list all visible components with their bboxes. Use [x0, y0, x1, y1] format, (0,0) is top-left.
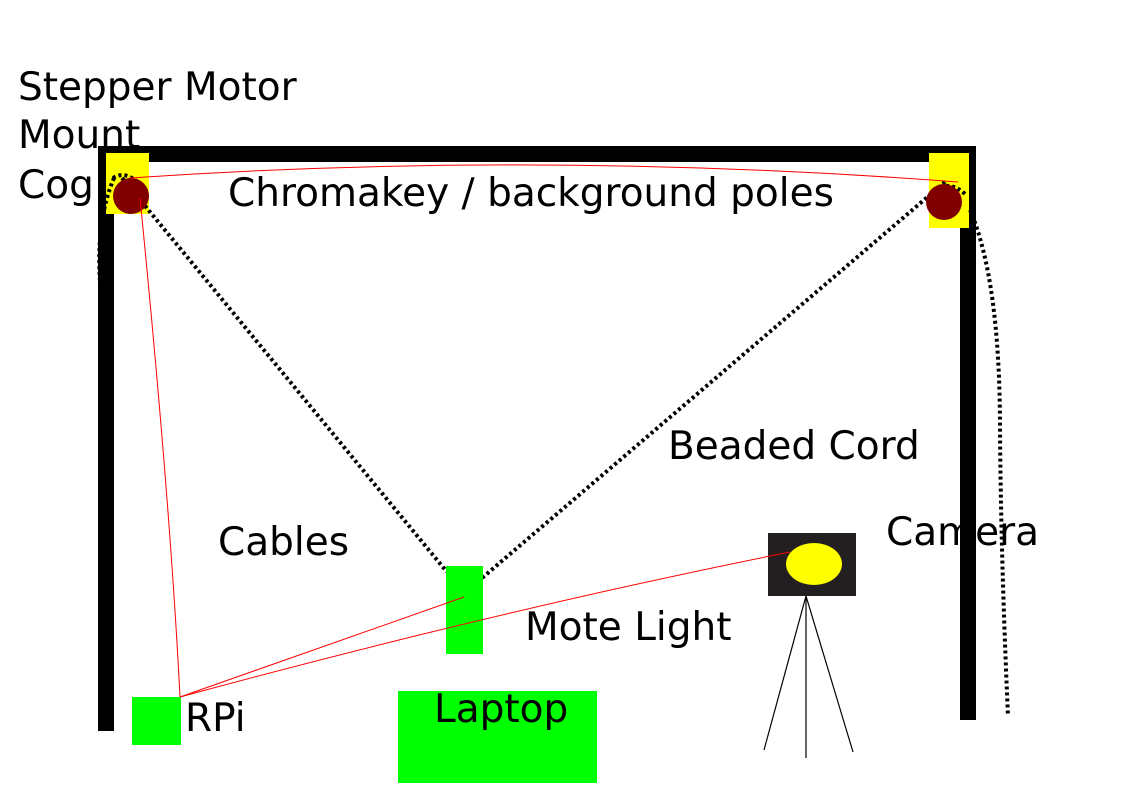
- label-mount: Mount: [18, 113, 140, 158]
- label-cog: Cog: [18, 163, 94, 208]
- beaded-cord-right-hanging: [968, 209, 1010, 717]
- label-stepper-motor: Stepper Motor: [18, 65, 298, 110]
- right-cog: [926, 184, 962, 220]
- tripod-leg-right: [805, 595, 854, 753]
- tripod: [763, 595, 854, 758]
- label-mote-light: Mote Light: [525, 605, 732, 650]
- cables: [129, 164, 959, 698]
- cable-rpi-to-camera: [179, 551, 791, 698]
- mote-light: [446, 566, 483, 654]
- beaded-cord-left-hanging: [97, 177, 116, 600]
- camera: [768, 533, 856, 596]
- beaded-cord-left-segment: [120, 176, 449, 574]
- label-beaded-cord: Beaded Cord: [668, 424, 920, 469]
- left-pole: [98, 146, 114, 731]
- beaded-cord-right-segment: [480, 180, 947, 580]
- cable-left-to-right-motor: [129, 164, 959, 183]
- label-camera: Camera: [886, 510, 1039, 555]
- rpi-board: [132, 697, 181, 745]
- laptop: [398, 691, 597, 783]
- cable-rpi-to-mote-light: [179, 596, 465, 698]
- camera-lens: [786, 543, 842, 585]
- label-rpi: RPi: [185, 696, 246, 741]
- top-crossbar: [98, 146, 976, 162]
- label-cables: Cables: [218, 520, 349, 565]
- tripod-leg-left: [763, 595, 807, 751]
- label-poles: Chromakey / background poles: [228, 171, 834, 216]
- cable-rpi-to-left-motor: [139, 197, 181, 698]
- label-laptop: Laptop: [434, 687, 568, 732]
- right-pole: [960, 146, 976, 720]
- left-cog: [113, 178, 149, 214]
